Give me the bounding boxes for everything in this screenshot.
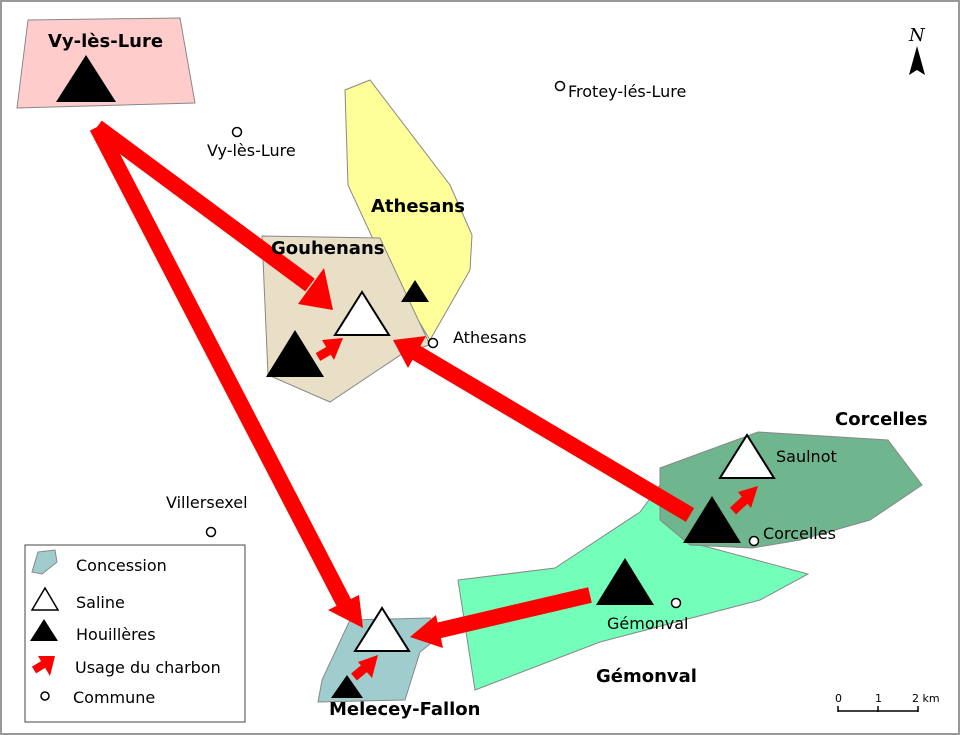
commune-marker-frotey [554, 80, 566, 92]
commune-marker-corcelles [748, 535, 760, 547]
north-label: N [908, 25, 926, 46]
legend-saline-icon [30, 586, 60, 611]
houillere-melecey [331, 675, 363, 698]
scale-tick-1: 1 [875, 692, 882, 705]
scale-tick-0: 0 [835, 692, 842, 705]
houillere-gouhenans [266, 330, 324, 377]
small-arrow-melecey [351, 655, 378, 681]
houillere-corcelles [683, 496, 741, 543]
small-arrow-corcelles [729, 486, 758, 515]
label-commune-corcelles: Corcelles [763, 524, 836, 543]
concession-vy-les-lure [16, 17, 196, 109]
commune-marker-gemonval [670, 597, 682, 609]
legend: Concession Saline Houillères Usage du ch… [24, 544, 246, 723]
commune-marker-villersexel [205, 526, 217, 538]
legend-commune-icon [40, 691, 50, 701]
label-commune-frotey: Frotey-lés-Lure [568, 82, 686, 101]
houillere-athesans [401, 280, 429, 302]
saline-saulnot [718, 433, 776, 479]
scale-bar: 0 1 2 km [835, 692, 940, 712]
label-concession-vy-les-lure: Vy-lès-Lure [48, 31, 163, 52]
legend-saline-label: Saline [76, 593, 125, 612]
legend-houillere-label: Houillères [76, 625, 156, 644]
commune-marker-vy-les-lure [231, 126, 243, 138]
arrow-corcelles-to-gouhenans [393, 336, 695, 522]
scale-tick-2: 2 km [912, 692, 940, 705]
label-concession-gouhenans: Gouhenans [271, 238, 384, 259]
label-commune-villersexel: Villersexel [166, 493, 248, 512]
label-concession-melecey-fallon: Melecey-Fallon [329, 699, 481, 720]
legend-usage-icon [31, 656, 55, 676]
label-concession-athesans: Athesans [371, 196, 465, 217]
legend-usage-label: Usage du charbon [75, 658, 221, 677]
saline-melecey [353, 606, 411, 652]
legend-concession-swatch [31, 549, 58, 575]
saline-gouhenans [333, 290, 391, 336]
small-arrow-gouhenans [315, 338, 343, 361]
legend-houillere-icon [30, 619, 58, 641]
north-arrow: N [908, 25, 926, 75]
arrow-vy-to-gouhenans [92, 120, 333, 310]
commune-marker-athesans [427, 337, 439, 349]
label-commune-gemonval: Gémonval [607, 614, 688, 633]
label-commune-athesans: Athesans [453, 328, 527, 347]
arrow-vy-to-melecey [89, 123, 363, 628]
concession-athesans [344, 79, 473, 341]
houillere-vy-les-lure [56, 55, 116, 102]
label-commune-saulnot: Saulnot [776, 447, 837, 466]
label-commune-vy-les-lure: Vy-lès-Lure [207, 141, 296, 160]
label-concession-corcelles: Corcelles [835, 409, 928, 430]
legend-box [24, 544, 246, 723]
legend-commune-label: Commune [73, 688, 155, 707]
label-concession-gemonval: Gémonval [596, 666, 697, 687]
north-arrow-icon [909, 46, 925, 75]
houillere-gemonval [596, 558, 654, 605]
legend-concession-label: Concession [76, 556, 167, 575]
arrow-gemonval-to-melecey [410, 587, 592, 648]
